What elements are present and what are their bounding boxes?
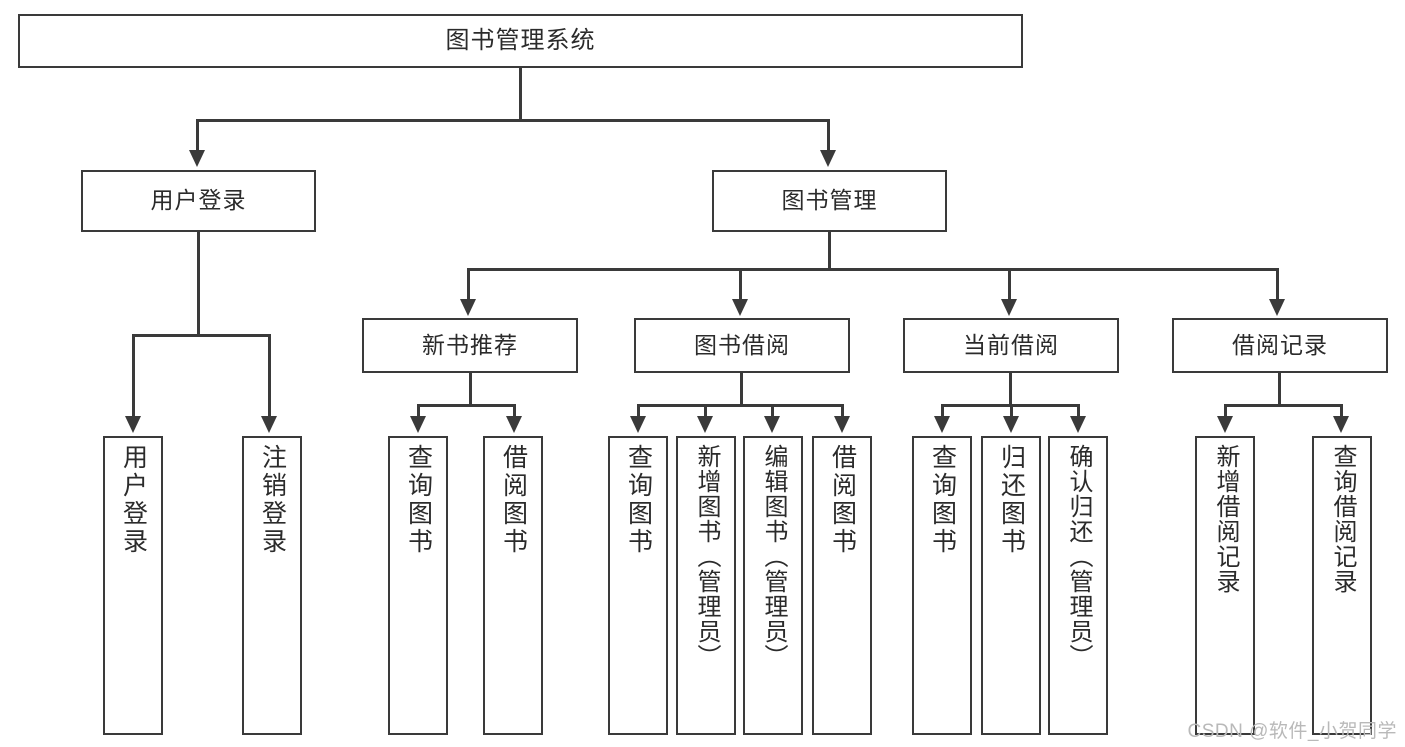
connector-borrow-record-drop-2: [1340, 404, 1343, 418]
connector-book-borrow-drop-2: [704, 404, 707, 418]
arrowhead-borrow-record-leaf-1: [1217, 416, 1233, 433]
arrowhead-to-book-manage: [820, 150, 836, 167]
arrowhead-new-book-leaf-2: [506, 416, 522, 433]
node-label: 新增借阅记录: [1212, 444, 1239, 594]
connector-book-manage-bus: [467, 268, 1279, 271]
leaf-book-borrow-query[interactable]: 查询图书: [608, 436, 668, 735]
node-borrow-record[interactable]: 借阅记录: [1172, 318, 1388, 373]
arrowhead-borrow-record-leaf-2: [1333, 416, 1349, 433]
arrowhead-new-book-leaf-1: [410, 416, 426, 433]
connector-book-borrow-stem: [740, 373, 743, 406]
connector-root-drop-right: [827, 119, 830, 152]
arrowhead-current-borrow-leaf-2: [1003, 416, 1019, 433]
node-user-login[interactable]: 用户登录: [81, 170, 316, 232]
connector-new-book-drop-2: [513, 404, 516, 418]
node-new-book-recommend[interactable]: 新书推荐: [362, 318, 578, 373]
connector-current-borrow-drop-1: [941, 404, 944, 418]
node-label: 借阅记录: [1232, 331, 1328, 358]
arrowhead-book-borrow-leaf-1: [630, 416, 646, 433]
node-label: 新增图书（管理员）: [693, 444, 720, 669]
leaf-book-borrow-edit[interactable]: 编辑图书（管理员）: [743, 436, 803, 735]
connector-l3-drop-1: [467, 268, 470, 301]
connector-new-book-stem: [469, 373, 472, 406]
arrowhead-user-login-leaf-1: [125, 416, 141, 433]
node-root-system[interactable]: 图书管理系统: [18, 14, 1023, 68]
node-book-borrow[interactable]: 图书借阅: [634, 318, 850, 373]
leaf-new-book-query[interactable]: 查询图书: [388, 436, 448, 735]
connector-user-login-drop-1: [132, 334, 135, 418]
node-label: 编辑图书（管理员）: [760, 444, 787, 669]
connector-l3-drop-3: [1008, 268, 1011, 301]
node-label: 用户登录: [150, 187, 247, 214]
arrowhead-current-borrow-leaf-3: [1070, 416, 1086, 433]
connector-root-stem: [519, 68, 522, 120]
watermark: CSDN @软件_小贺同学: [1187, 721, 1397, 742]
node-label: 借阅图书: [499, 444, 528, 556]
node-label: 图书管理系统: [445, 26, 596, 54]
connector-root-bus: [196, 119, 830, 122]
connector-borrow-record-bus: [1224, 404, 1343, 407]
node-label: 用户登录: [119, 444, 148, 556]
connector-l3-drop-4: [1276, 268, 1279, 301]
arrowhead-to-current-borrow: [1001, 299, 1017, 316]
connector-book-borrow-drop-4: [841, 404, 844, 418]
node-label: 借阅图书: [828, 444, 857, 556]
node-label: 查询图书: [404, 444, 433, 556]
leaf-book-borrow-borrow[interactable]: 借阅图书: [812, 436, 872, 735]
leaf-borrow-record-query[interactable]: 查询借阅记录: [1312, 436, 1372, 735]
node-book-manage[interactable]: 图书管理: [712, 170, 947, 232]
node-label: 当前借阅: [963, 331, 1059, 358]
connector-book-manage-stem: [828, 232, 831, 270]
node-current-borrow[interactable]: 当前借阅: [903, 318, 1119, 373]
connector-book-borrow-drop-3: [771, 404, 774, 418]
connector-new-book-bus: [417, 404, 516, 407]
node-label: 查询图书: [928, 444, 957, 556]
connector-root-drop-left: [196, 119, 199, 152]
connector-borrow-record-drop-1: [1224, 404, 1227, 418]
node-label: 注销登录: [258, 444, 287, 556]
arrowhead-to-new-book-recommend: [460, 299, 476, 316]
connector-current-borrow-stem: [1009, 373, 1012, 406]
connector-borrow-record-stem: [1278, 373, 1281, 406]
connector-current-borrow-drop-3: [1077, 404, 1080, 418]
connector-user-login-stem: [197, 232, 200, 336]
connector-user-login-drop-2: [268, 334, 271, 418]
arrowhead-to-borrow-record: [1269, 299, 1285, 316]
arrowhead-current-borrow-leaf-1: [934, 416, 950, 433]
leaf-user-login-login[interactable]: 用户登录: [103, 436, 163, 735]
leaf-current-borrow-confirm[interactable]: 确认归还（管理员）: [1048, 436, 1108, 735]
arrowhead-book-borrow-leaf-4: [834, 416, 850, 433]
arrowhead-book-borrow-leaf-3: [764, 416, 780, 433]
arrowhead-book-borrow-leaf-2: [697, 416, 713, 433]
connector-book-borrow-bus: [637, 404, 844, 407]
leaf-current-borrow-query[interactable]: 查询图书: [912, 436, 972, 735]
leaf-user-login-logout[interactable]: 注销登录: [242, 436, 302, 735]
connector-new-book-drop-1: [417, 404, 420, 418]
node-label: 确认归还（管理员）: [1065, 444, 1092, 669]
arrowhead-user-login-leaf-2: [261, 416, 277, 433]
connector-current-borrow-drop-2: [1010, 404, 1013, 418]
connector-user-login-bus: [132, 334, 271, 337]
leaf-current-borrow-return[interactable]: 归还图书: [981, 436, 1041, 735]
leaf-book-borrow-add[interactable]: 新增图书（管理员）: [676, 436, 736, 735]
connector-book-borrow-drop-1: [637, 404, 640, 418]
node-label: 图书借阅: [694, 331, 790, 358]
leaf-borrow-record-add[interactable]: 新增借阅记录: [1195, 436, 1255, 735]
leaf-new-book-borrow[interactable]: 借阅图书: [483, 436, 543, 735]
node-label: 图书管理: [781, 187, 878, 214]
node-label: 查询图书: [624, 444, 653, 556]
node-label: 归还图书: [997, 444, 1026, 556]
arrowhead-to-book-borrow: [732, 299, 748, 316]
node-label: 新书推荐: [422, 331, 518, 358]
arrowhead-to-user-login: [189, 150, 205, 167]
node-label: 查询借阅记录: [1329, 444, 1356, 594]
connector-l3-drop-2: [739, 268, 742, 301]
